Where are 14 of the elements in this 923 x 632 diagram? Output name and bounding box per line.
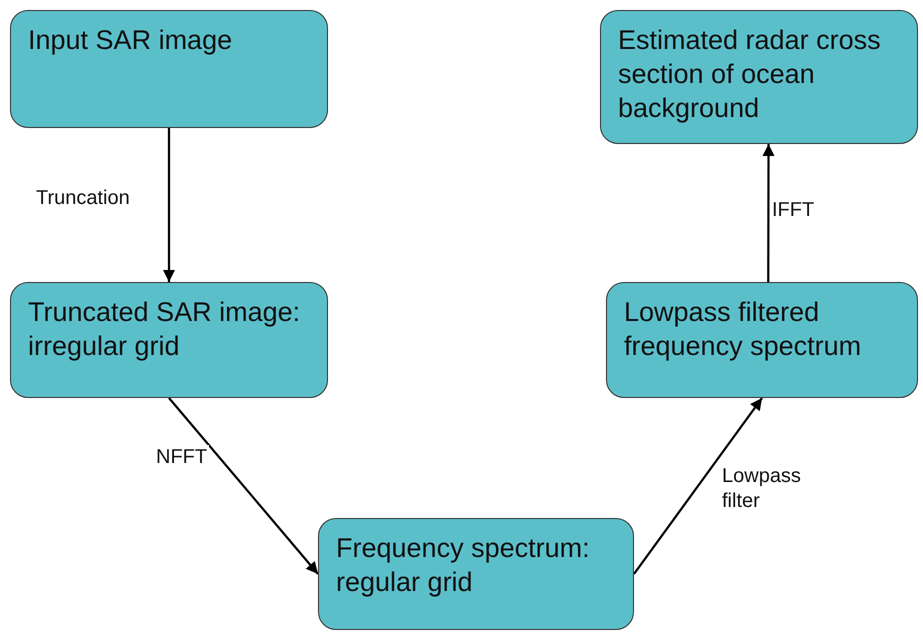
process-box bbox=[318, 518, 634, 630]
box-text: Frequency spectrum: regular grid bbox=[336, 532, 591, 599]
arrow bbox=[762, 144, 775, 282]
arrow bbox=[163, 128, 175, 282]
process-box bbox=[606, 282, 918, 398]
box-text: Lowpass filtered frequency spectrum bbox=[624, 296, 862, 363]
box-text: Input SAR image bbox=[28, 24, 234, 57]
process-box bbox=[600, 10, 918, 144]
process-box bbox=[10, 10, 328, 128]
process-box bbox=[10, 282, 328, 398]
arrow bbox=[633, 397, 763, 575]
box-text: Estimated radar cross section of ocean background bbox=[618, 24, 882, 125]
arrow bbox=[168, 397, 319, 575]
box-text: Truncated SAR image: irregular grid bbox=[28, 296, 302, 363]
